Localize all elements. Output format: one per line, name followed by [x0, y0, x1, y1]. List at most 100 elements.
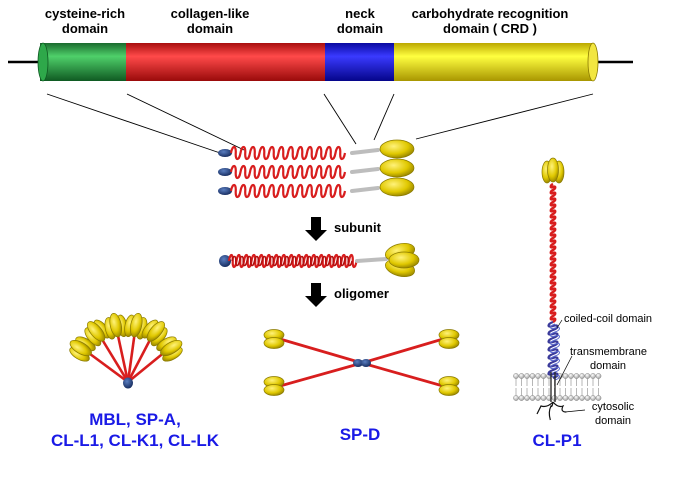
cysteine-core: [123, 377, 133, 389]
neck-segment: [325, 43, 395, 81]
crd-trimer-head: [141, 319, 168, 347]
crd-trimer-head: [104, 312, 128, 340]
crd-head: [379, 177, 415, 197]
crd-trimer-head: [156, 336, 183, 362]
lipid-head: [573, 373, 580, 379]
domain-bar: [8, 42, 633, 82]
label-line: transmembrane: [570, 346, 648, 358]
transmembrane-pointer: [556, 355, 573, 386]
coiled-coil-helix: [547, 320, 559, 380]
neck-domain-label: neck domain: [320, 6, 400, 36]
trimer-structure: [218, 139, 415, 199]
lipid-head: [540, 373, 547, 379]
cysteine-knob: [218, 168, 232, 176]
cytosolic-domain-label: cytosolic domain: [583, 400, 643, 428]
label-line: neck: [345, 6, 375, 21]
collagen-like-segment: [126, 43, 326, 81]
cysteine-rich-segment: [40, 43, 128, 81]
collagen-helix: [229, 164, 347, 180]
label-line: cysteine-rich: [44, 6, 126, 21]
collagen-helix: [229, 183, 347, 199]
crd-lobe: [547, 157, 559, 183]
lipid-head: [562, 395, 569, 401]
collagen-helix-inner: [231, 255, 353, 267]
cytosolic-tail: [548, 401, 554, 421]
spd-family-label: SP-D: [339, 425, 381, 444]
lipid-head: [513, 373, 519, 379]
lipid-head: [535, 373, 541, 379]
crd-head: [379, 139, 415, 159]
cysteine-core: [361, 359, 371, 367]
lipid-head: [595, 373, 602, 379]
cysteine-core: [353, 359, 363, 367]
label-line: MBL, SP-A,: [89, 410, 181, 429]
collagen-arm: [361, 361, 444, 388]
collagen-arm: [279, 337, 363, 365]
cysteine-knob: [219, 255, 231, 267]
crd-head: [388, 251, 420, 269]
cytosolic-pointer: [564, 409, 586, 413]
lipid-head: [513, 395, 519, 401]
subunit-structure: [219, 243, 420, 277]
leader-lines: [46, 93, 594, 156]
lipid-head: [529, 373, 536, 379]
collagen-stalk: [549, 182, 557, 324]
lipid-head: [579, 395, 585, 401]
oligomer-arrow: [305, 283, 327, 307]
clp1-family-label: CL-P1: [532, 431, 582, 450]
collagen-helix: [229, 145, 347, 161]
clp1-membrane-structure: [513, 157, 602, 421]
label-line: domain: [589, 360, 627, 372]
crd-lobe: [69, 339, 92, 357]
collagen-stalk: [85, 349, 129, 384]
coiled-coil-domain-label: coiled-coil domain: [564, 313, 653, 325]
crd-lobe: [438, 337, 460, 349]
cytosolic-tail: [552, 401, 567, 413]
lipid-head: [557, 395, 563, 401]
collagen-stalk: [126, 330, 137, 383]
lipid-head: [573, 395, 580, 401]
lipid-head: [590, 373, 596, 379]
lipid-head: [584, 373, 591, 379]
cysteine-knob: [218, 187, 232, 195]
crd-lobe: [263, 384, 285, 396]
neck-segment: [350, 186, 380, 193]
label-line: domain ( CRD ): [443, 21, 537, 36]
lipid-head: [590, 395, 596, 401]
bar-right-cap: [587, 42, 599, 82]
subunit-step-label: subunit: [334, 220, 381, 235]
label-line: domain: [594, 415, 632, 427]
lipid-head: [518, 373, 525, 379]
label-line: CL-L1, CL-K1, CL-LK: [50, 431, 220, 450]
label-line: cytosolic: [591, 401, 635, 413]
subunit-arrow: [305, 217, 327, 241]
crd-trimer-head: [69, 336, 96, 362]
collagen-stalk: [126, 335, 154, 383]
neck-segment: [350, 167, 380, 174]
lipid-head: [524, 373, 530, 379]
lipid-head: [568, 395, 574, 401]
collagen-arm: [279, 361, 363, 388]
label-line: carbohydrate recognition: [411, 6, 569, 21]
crd-segment: [394, 43, 593, 81]
collagen-stalk: [115, 330, 130, 383]
collagen-like-domain-label: collagen-like domain: [150, 6, 270, 36]
coiled-coil-helix-2: [550, 323, 560, 381]
collagen-stalk: [127, 349, 167, 384]
lipid-head: [518, 395, 525, 401]
crd-lobe: [109, 312, 123, 338]
label-line: domain: [186, 21, 234, 36]
coiled-coil-pointer: [556, 319, 563, 329]
neck-segment: [355, 257, 388, 263]
mbl-bouquet-oligomer: [69, 312, 183, 389]
cysteine-knob: [218, 149, 232, 157]
lipid-head: [595, 395, 602, 401]
cytosolic-tail: [536, 401, 554, 415]
cysteine-rich-domain-label: cysteine-rich domain: [30, 6, 140, 36]
crd-trimer-head: [84, 319, 111, 347]
label-line: collagen-like: [170, 6, 250, 21]
lipid-head: [529, 395, 536, 401]
spd-cruciform-oligomer: [263, 329, 460, 396]
